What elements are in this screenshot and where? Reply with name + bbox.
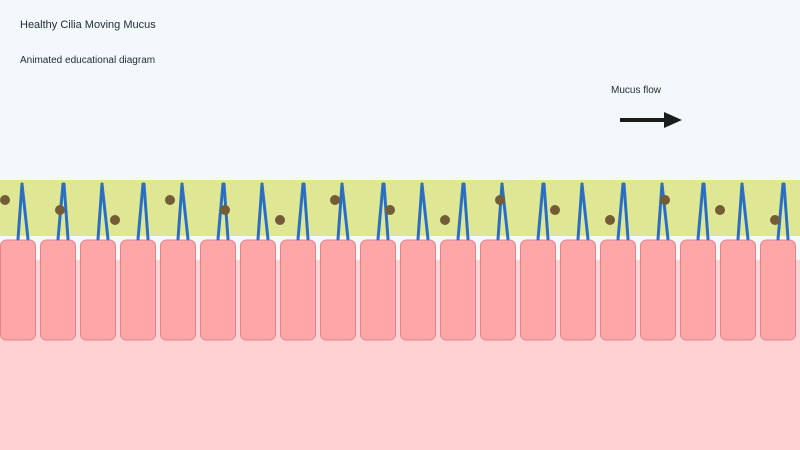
mucus-particle bbox=[440, 215, 450, 225]
cilium bbox=[296, 182, 305, 241]
cilium bbox=[736, 182, 744, 241]
cilium bbox=[62, 182, 70, 241]
mucus-flow-arrow bbox=[620, 112, 682, 128]
epithelial-cell bbox=[560, 239, 596, 341]
epithelial-cell bbox=[320, 239, 356, 341]
cilium bbox=[696, 182, 705, 241]
epithelial-cell bbox=[720, 239, 756, 341]
cilium bbox=[96, 182, 104, 241]
mucus-particle bbox=[550, 205, 560, 215]
epithelial-cell bbox=[200, 239, 236, 341]
cilium bbox=[336, 182, 344, 241]
cilia-group bbox=[16, 182, 790, 241]
mucus-particle bbox=[275, 215, 285, 225]
mucus-particle bbox=[770, 215, 780, 225]
cilium bbox=[100, 182, 110, 241]
cilium bbox=[340, 182, 350, 241]
mucus-particles bbox=[0, 195, 780, 225]
cilium bbox=[142, 182, 150, 241]
epithelial-cell bbox=[760, 239, 796, 341]
cilium bbox=[776, 182, 785, 241]
cilium bbox=[576, 182, 584, 241]
cilium bbox=[256, 182, 264, 241]
epithelial-cells bbox=[0, 239, 796, 341]
cilium bbox=[456, 182, 465, 241]
cilium bbox=[536, 182, 545, 241]
mucus-particle bbox=[330, 195, 340, 205]
cilium bbox=[616, 182, 625, 241]
epithelial-cell bbox=[160, 239, 196, 341]
diagram-title: Healthy Cilia Moving Mucus bbox=[20, 19, 156, 31]
epithelial-cell bbox=[120, 239, 156, 341]
cilium bbox=[20, 182, 30, 241]
cilium bbox=[740, 182, 750, 241]
mucus-flow-label: Mucus flow bbox=[611, 85, 662, 96]
cilium bbox=[656, 182, 664, 241]
arrow-head bbox=[664, 112, 682, 128]
cilium bbox=[180, 182, 190, 241]
cilium bbox=[416, 182, 424, 241]
epithelial-cell bbox=[440, 239, 476, 341]
epithelial-cell bbox=[520, 239, 556, 341]
epithelial-cell bbox=[0, 239, 36, 341]
cilium bbox=[176, 182, 184, 241]
cilium bbox=[16, 182, 24, 241]
mucus-particle bbox=[110, 215, 120, 225]
mucus-particle bbox=[605, 215, 615, 225]
epithelial-cell bbox=[280, 239, 316, 341]
cilium bbox=[376, 182, 385, 241]
diagram-subtitle: Animated educational diagram bbox=[20, 55, 156, 66]
cilium bbox=[462, 182, 470, 241]
epithelial-cell bbox=[40, 239, 76, 341]
cilium bbox=[496, 182, 504, 241]
epithelial-cell bbox=[80, 239, 116, 341]
cilium bbox=[500, 182, 510, 241]
epithelial-cell bbox=[680, 239, 716, 341]
mucus-particle bbox=[495, 195, 505, 205]
mucus-particle bbox=[660, 195, 670, 205]
epithelial-cell bbox=[240, 239, 276, 341]
mucus-particle bbox=[220, 205, 230, 215]
mucus-particle bbox=[385, 205, 395, 215]
mucus-particle bbox=[715, 205, 725, 215]
cilium bbox=[580, 182, 590, 241]
cilium bbox=[542, 182, 550, 241]
cilium bbox=[260, 182, 270, 241]
cilium bbox=[420, 182, 430, 241]
cilium bbox=[702, 182, 710, 241]
cilium bbox=[622, 182, 630, 241]
epithelial-cell bbox=[360, 239, 396, 341]
mucus-particle bbox=[55, 205, 65, 215]
cilium bbox=[782, 182, 790, 241]
mucus-particle bbox=[165, 195, 175, 205]
cilium bbox=[302, 182, 310, 241]
mucus-particle bbox=[0, 195, 10, 205]
epithelial-cell bbox=[400, 239, 436, 341]
epithelial-cell bbox=[640, 239, 676, 341]
epithelial-cell bbox=[600, 239, 636, 341]
cilium bbox=[660, 182, 670, 241]
cilium bbox=[136, 182, 145, 241]
epithelial-cell bbox=[480, 239, 516, 341]
mucus-layer bbox=[0, 180, 800, 236]
